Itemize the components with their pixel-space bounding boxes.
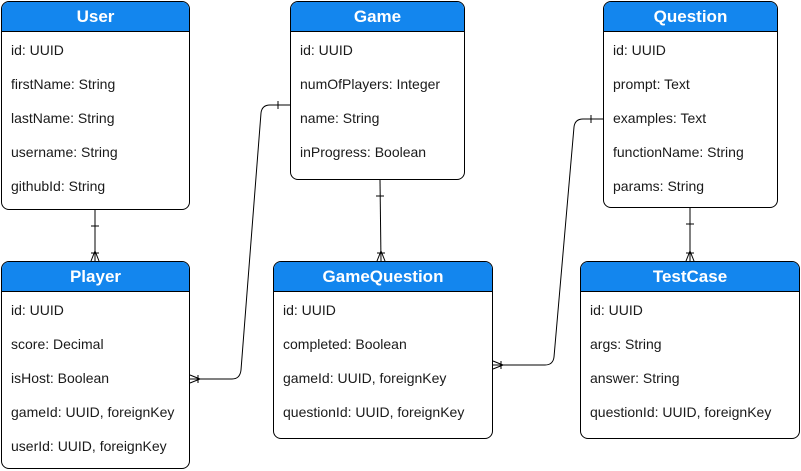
entity-user[interactable]: User id: UUID firstName: String lastName… <box>1 1 190 210</box>
entity-player[interactable]: Player id: UUID score: Decimal isHost: B… <box>1 261 190 469</box>
field: inProgress: Boolean <box>300 144 427 160</box>
field: score: Decimal <box>11 336 104 352</box>
field: id: UUID <box>11 42 64 58</box>
entity-testcase[interactable]: TestCase id: UUID args: String answer: S… <box>580 261 800 439</box>
field: lastName: String <box>11 110 115 126</box>
field: params: String <box>613 178 705 194</box>
field: githubId: String <box>11 178 106 194</box>
entity-title: User <box>2 2 189 32</box>
field: questionId: UUID, foreignKey <box>590 404 772 420</box>
entity-fields: id: UUID prompt: Text examples: Text fun… <box>604 33 777 203</box>
field: userId: UUID, foreignKey <box>11 438 167 454</box>
field: gameId: UUID, foreignKey <box>283 370 447 386</box>
field: isHost: Boolean <box>11 370 110 386</box>
entity-question[interactable]: Question id: UUID prompt: Text examples:… <box>603 1 778 208</box>
entity-title: GameQuestion <box>274 262 492 292</box>
field: id: UUID <box>590 302 643 318</box>
field: id: UUID <box>283 302 336 318</box>
entity-fields: id: UUID completed: Boolean gameId: UUID… <box>274 293 492 429</box>
field: examples: Text <box>613 110 707 126</box>
entity-title: Question <box>604 2 777 32</box>
field: id: UUID <box>300 42 353 58</box>
entity-title: Game <box>291 2 464 32</box>
field: answer: String <box>590 370 680 386</box>
entity-fields: id: UUID firstName: String lastName: Str… <box>2 33 189 203</box>
connector-game-player <box>189 101 290 384</box>
field: prompt: Text <box>613 76 690 92</box>
entity-title: TestCase <box>581 262 799 292</box>
connector-game-gamequestion <box>376 179 386 262</box>
field: completed: Boolean <box>283 336 407 352</box>
connector-question-testcase <box>685 208 695 262</box>
entity-game[interactable]: Game id: UUID numOfPlayers: Integer name… <box>290 1 465 180</box>
field: username: String <box>11 144 118 160</box>
field: functionName: String <box>613 144 744 160</box>
field: gameId: UUID, foreignKey <box>11 404 175 420</box>
field: name: String <box>300 110 380 126</box>
entity-gamequestion[interactable]: GameQuestion id: UUID completed: Boolean… <box>273 261 493 439</box>
entity-fields: id: UUID args: String answer: String que… <box>581 293 799 429</box>
field: args: String <box>590 336 662 352</box>
entity-fields: id: UUID numOfPlayers: Integer name: Str… <box>291 33 464 169</box>
field: id: UUID <box>11 302 64 318</box>
entity-title: Player <box>2 262 189 292</box>
entity-fields: id: UUID score: Decimal isHost: Boolean … <box>2 293 189 463</box>
field: numOfPlayers: Integer <box>300 76 441 92</box>
field: questionId: UUID, foreignKey <box>283 404 465 420</box>
connector-question-gamequestion <box>492 115 603 370</box>
connector-user-player <box>90 210 100 262</box>
field: firstName: String <box>11 76 116 92</box>
field: id: UUID <box>613 42 666 58</box>
